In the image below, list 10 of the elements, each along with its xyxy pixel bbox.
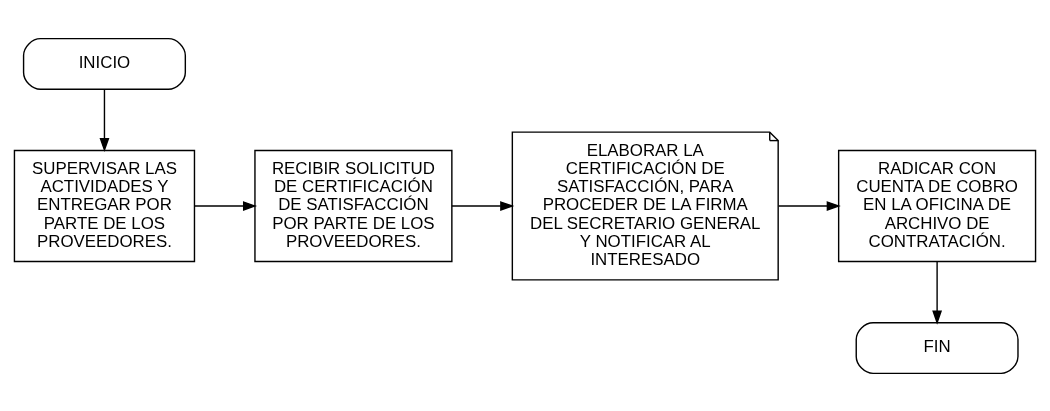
arrow (777, 200, 841, 211)
node-box: RECIBIR SOLICITUD DE CERTIFICACIÓN DE SATISFACCIÓN POR PARTE DE LOS PROVEEDORES. (254, 149, 453, 262)
arrow (194, 200, 258, 211)
arrow (99, 88, 110, 152)
node-box: FIN (855, 321, 1019, 374)
node-box: RADICAR CON CUENTA DE COBRO EN LA OFICINA DE ARCHIVO DE CONTRATACIÓN. (837, 149, 1037, 262)
node-box: SUPERVISAR LAS ACTIVIDADES Y ENTREGAR POR PARTE DE LOS PROVEEDORES. (13, 149, 196, 262)
arrow (932, 260, 943, 325)
node-box: INICIO (22, 37, 187, 90)
arrow (451, 200, 515, 211)
